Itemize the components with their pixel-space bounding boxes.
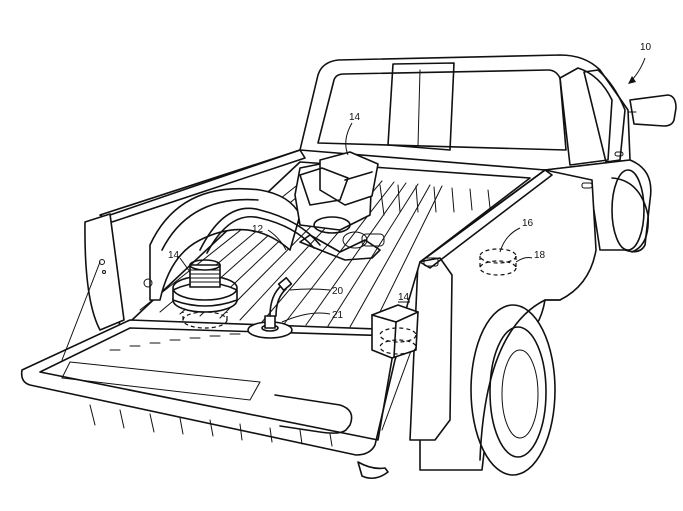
label-side-port-ring: 18 xyxy=(534,250,546,261)
left-unit xyxy=(172,259,238,329)
label-left-unit: 14 xyxy=(168,250,180,261)
truck-body xyxy=(409,151,652,476)
reference-labels: 10 14 12 14 14 20 21 16 18 xyxy=(168,42,652,323)
label-hose: 20 xyxy=(332,286,344,297)
hose-fitting xyxy=(247,276,293,339)
truck-cab xyxy=(299,54,677,171)
label-side-port: 16 xyxy=(522,218,534,229)
side-port xyxy=(479,248,517,276)
label-truck: 10 xyxy=(640,42,652,53)
label-right-unit: 14 xyxy=(398,292,410,303)
label-engine-top: 14 xyxy=(349,112,361,123)
label-bed-liner: 12 xyxy=(252,224,264,235)
engine-unit-top xyxy=(294,151,385,261)
right-unit xyxy=(371,304,419,359)
label-fitting: 21 xyxy=(332,310,344,321)
bed-hose xyxy=(199,207,321,254)
